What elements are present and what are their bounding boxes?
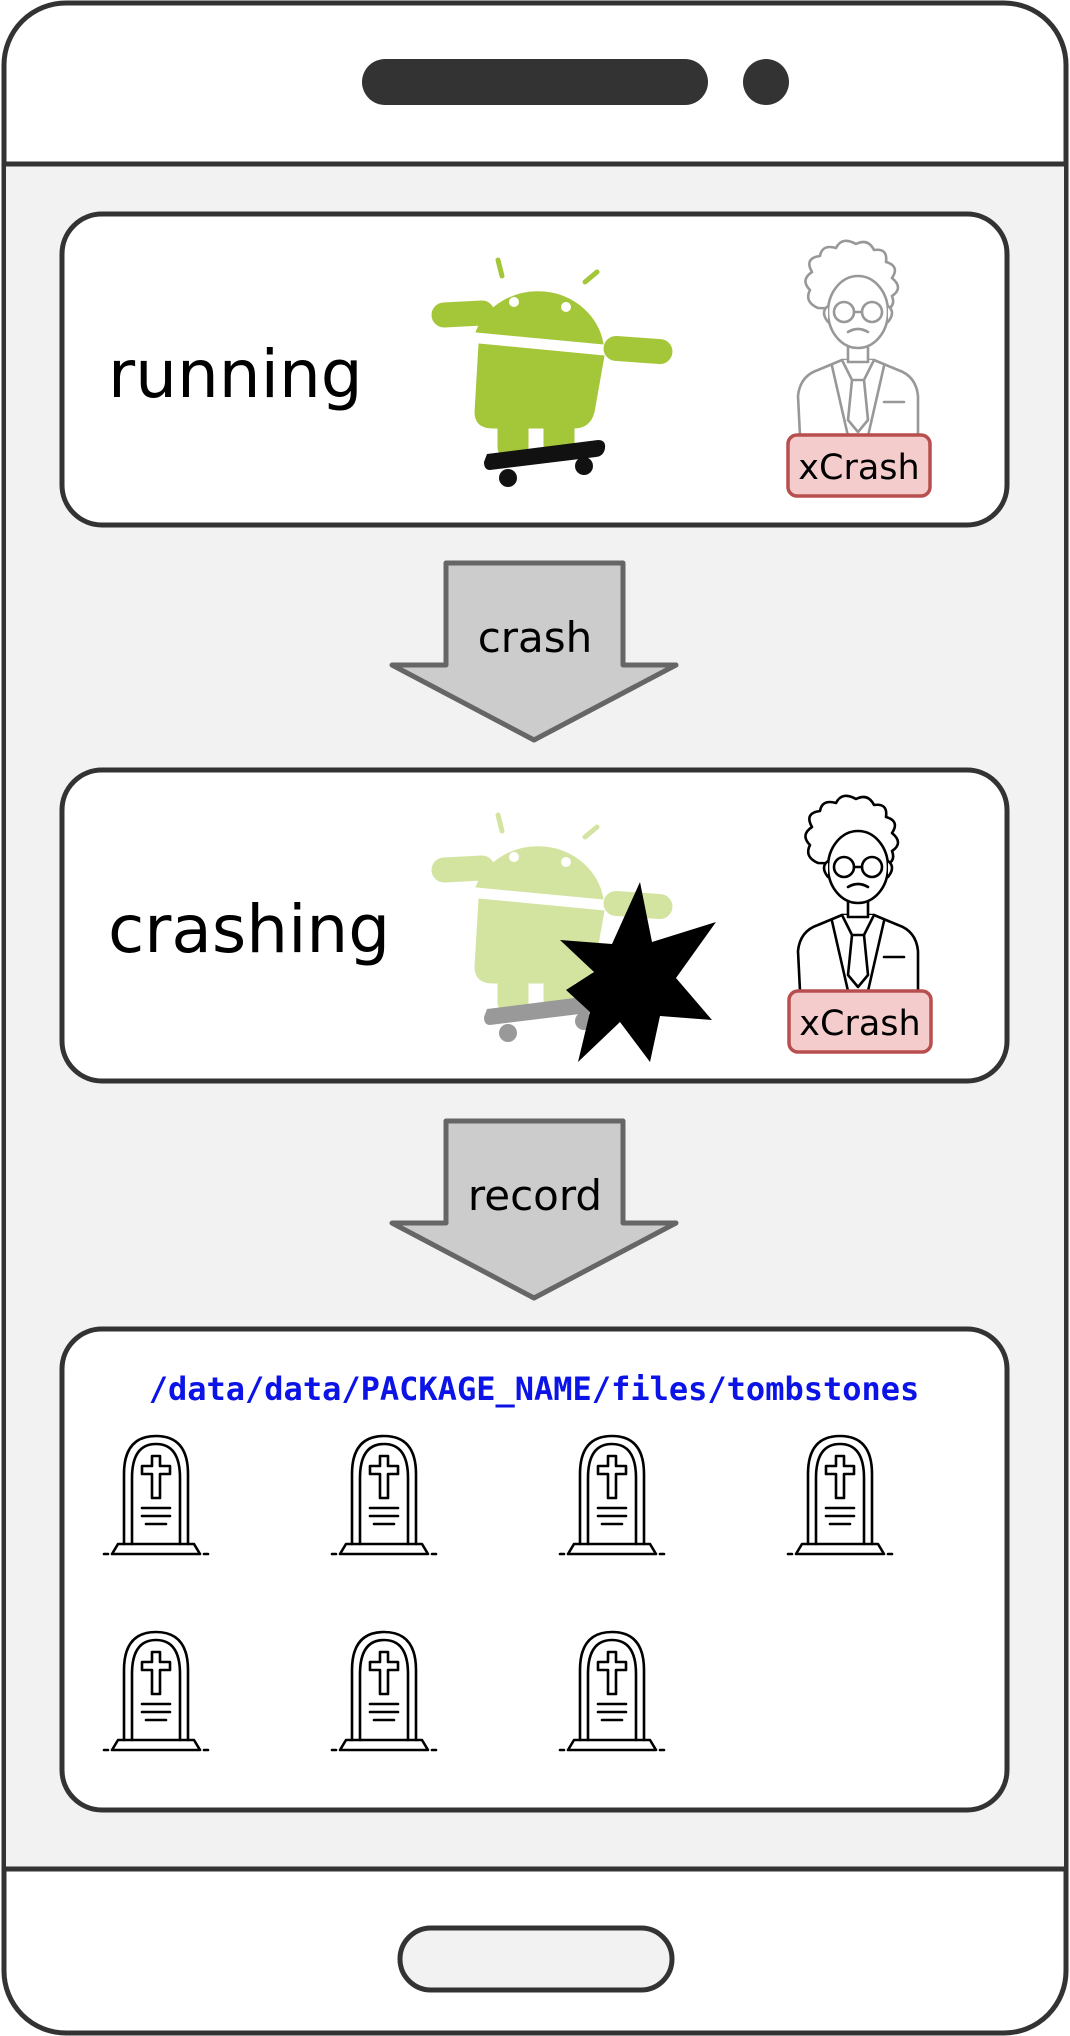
running-label: running	[108, 336, 363, 413]
crashing-card: crashing xCrash	[59, 767, 1010, 1084]
xcrash-badge-crashing-label: xCrash	[799, 1004, 920, 1044]
xcrash-badge: xCrash	[786, 433, 932, 498]
xcrash-badge-label: xCrash	[798, 448, 919, 488]
crashing-label: crashing	[108, 891, 390, 968]
home-button[interactable]	[397, 1925, 675, 1993]
crash-arrow: crash	[389, 560, 679, 743]
crash-arrow-label: crash	[478, 613, 593, 662]
xcrash-badge-crashing: xCrash	[787, 989, 933, 1054]
record-arrow-label: record	[468, 1171, 602, 1220]
explosion-icon	[560, 882, 716, 1062]
front-camera	[743, 59, 789, 105]
speaker-slot	[362, 59, 708, 105]
running-card: running xCrash	[59, 211, 1010, 528]
tombstones-path: /data/data/PACKAGE_NAME/files/tombstones	[149, 1370, 920, 1408]
record-arrow: record	[389, 1118, 679, 1301]
tombstones-card: /data/data/PACKAGE_NAME/files/tombstones	[59, 1326, 1010, 1813]
